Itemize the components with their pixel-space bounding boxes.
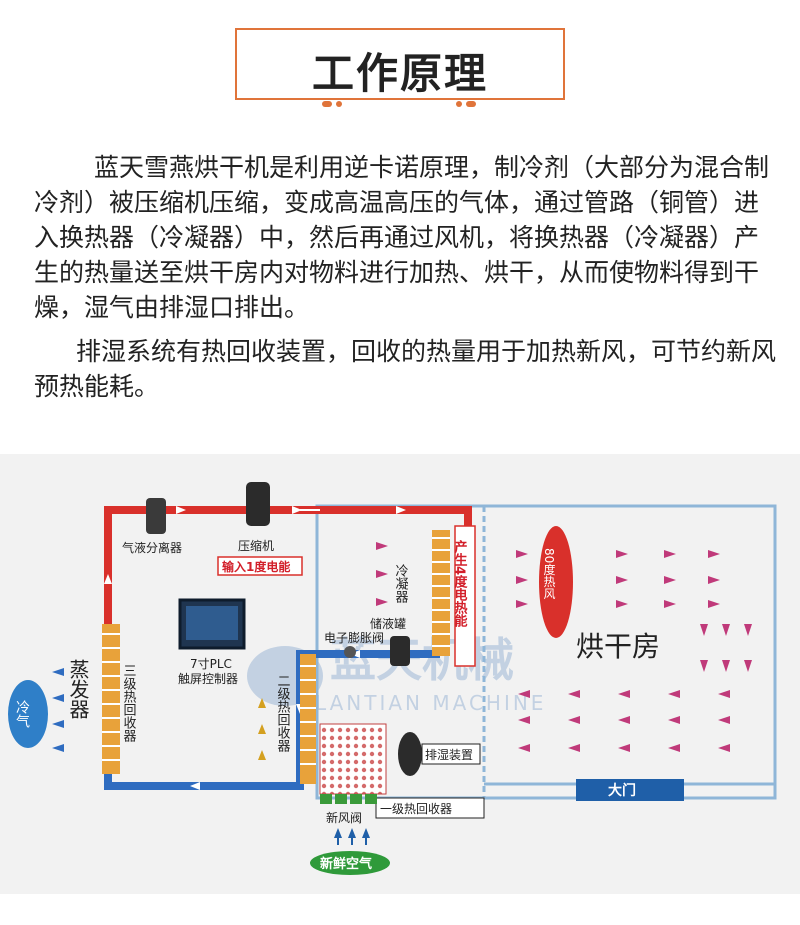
exhaust-fan [398, 732, 422, 776]
cold-air-label: 冷气 [14, 700, 30, 728]
plc-label-2: 触屏控制器 [178, 672, 238, 686]
title-frame: 工作原理 [235, 28, 565, 100]
recovery-1-mesh [319, 723, 387, 795]
recovery-2-coil [300, 654, 316, 784]
condenser-label: 冷凝器 [393, 564, 409, 604]
title-dot-right [456, 101, 462, 107]
watermark-brand-en: LANTIAN MACHINE [315, 691, 546, 715]
evaporator-coil [102, 624, 120, 774]
diagram-background [0, 454, 800, 894]
evaporator-label: 蒸发器 [66, 659, 90, 719]
condenser-coil [432, 530, 450, 656]
condenser-inlet-arrows [376, 542, 388, 606]
recovery-1-box [375, 797, 485, 819]
compressor [246, 482, 270, 526]
hot-air-label: 80度热风 [542, 548, 556, 600]
recovery-2-label: 二级热回收器 [275, 674, 291, 753]
title-dot-right-large [466, 101, 476, 107]
fresh-damper-label: 新风阀 [326, 810, 362, 825]
recovery-1-label: 一级热回收器 [380, 802, 452, 816]
door-bar [576, 779, 684, 801]
recovery-3-label: 三级热回收器 [121, 664, 137, 743]
exhaust-label: 排湿装置 [425, 747, 473, 762]
input-energy-box [217, 556, 303, 576]
page-title: 工作原理 [311, 49, 488, 98]
output-energy-label: 产生4度电热能 [452, 539, 468, 628]
fresh-damper [320, 794, 377, 804]
plc-label-1: 7寸PLC [190, 657, 232, 671]
drying-room-label: 烘干房 [576, 630, 660, 663]
expansion-valve [344, 646, 356, 658]
intro-paragraph-2: 排湿系统有热回收装置，回收的热量用于加热新风，可节约新风预热能耗。 [34, 337, 777, 401]
fresh-air-badge [310, 851, 390, 875]
receiver-label: 储液罐 [370, 616, 406, 631]
plc-display [186, 606, 238, 640]
receiver-tank [390, 636, 410, 666]
heat-pump-diagram: 蓝天机械 LANTIAN MACHINE 气液分离器 压缩机 输入1度电能 冷凝… [0, 454, 800, 894]
fresh-air-label: 新鲜空气 [320, 856, 372, 872]
cold-air-arrows [52, 668, 64, 752]
input-energy-label: 输入1度电能 [222, 559, 290, 574]
title-dot-left-small [336, 101, 342, 107]
output-energy-box [454, 525, 476, 667]
door-label: 大门 [608, 782, 636, 799]
hot-air-badge [539, 526, 573, 638]
fresh-air-up-arrows [334, 828, 370, 845]
cold-air-badge [8, 680, 48, 748]
separator-label: 气液分离器 [122, 540, 182, 555]
title-dot-left [322, 101, 332, 107]
compressor-label: 压缩机 [238, 538, 274, 553]
separator-tank [146, 498, 166, 534]
exhaust-box [421, 743, 481, 765]
drying-room-arrows [516, 550, 752, 752]
intro-paragraph-1: 蓝天雪燕烘干机是利用逆卡诺原理，制冷剂（大部分为混合制冷剂）被压缩机压缩，变成高… [34, 153, 770, 322]
expansion-valve-label: 电子膨胀阀 [324, 631, 384, 645]
fresh-air-arrows-left [258, 698, 266, 760]
